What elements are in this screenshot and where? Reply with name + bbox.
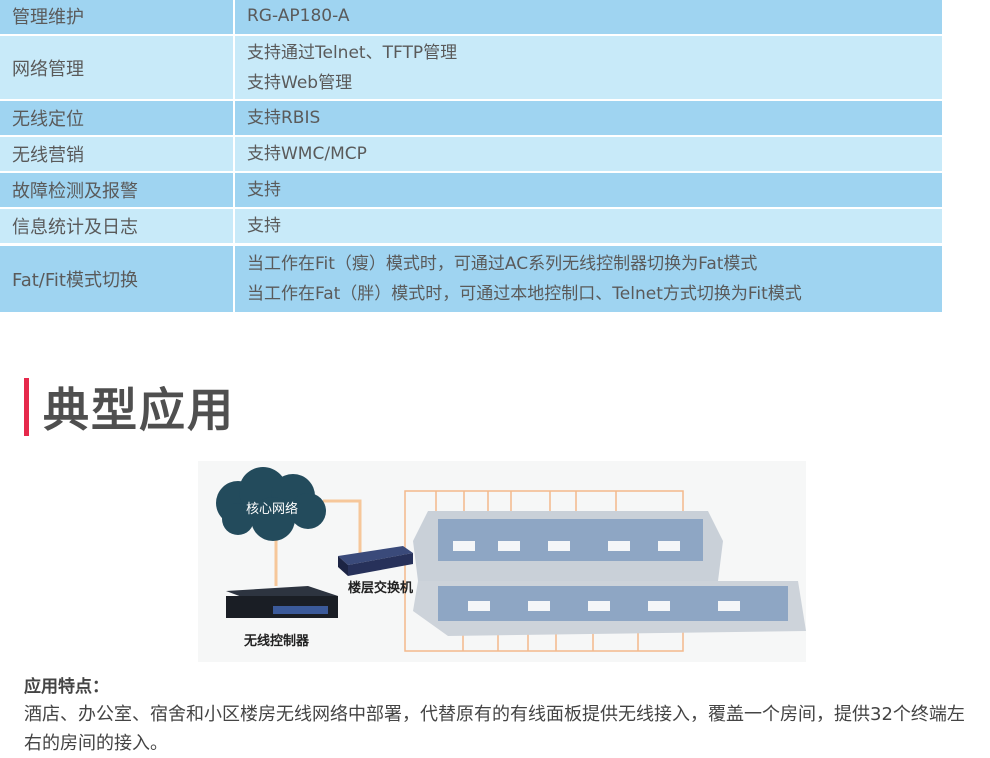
- connection-lines: [274, 499, 362, 586]
- building-floorplan-icon: [413, 511, 806, 636]
- table-row: 无线营销 支持WMC/MCP: [0, 137, 942, 171]
- row-value: 支持RBIS: [235, 101, 942, 135]
- row-value: 支持: [235, 209, 942, 243]
- table-row: 管理维护 RG-AP180-A: [0, 0, 942, 34]
- network-diagram: 核心网络 楼层交换机 无线控制器: [198, 461, 806, 662]
- row-label: 无线定位: [0, 101, 233, 135]
- table-row: Fat/Fit模式切换 当工作在Fit（瘦）模式时，可通过AC系列无线控制器切换…: [0, 246, 942, 312]
- value-line: 支持Web管理: [247, 72, 353, 93]
- switch-label: 楼层交换机: [348, 581, 414, 596]
- table-row: 信息统计及日志 支持: [0, 209, 942, 243]
- table-row: 故障检测及报警 支持: [0, 173, 942, 207]
- value-line: 支持通过Telnet、TFTP管理: [247, 42, 458, 63]
- value-line: 支持WMC/MCP: [247, 144, 367, 164]
- table-row: 无线定位 支持RBIS: [0, 101, 942, 135]
- features-text: 酒店、办公室、宿舍和小区楼房无线网络中部署，代替原有的有线面板提供无线接入，覆盖…: [24, 704, 965, 754]
- row-label: 信息统计及日志: [0, 209, 233, 243]
- value-line: 当工作在Fit（瘦）模式时，可通过AC系列无线控制器切换为Fat模式: [247, 254, 758, 274]
- row-value: RG-AP180-A: [235, 0, 942, 34]
- switch-icon: [338, 546, 413, 576]
- row-value: 当工作在Fit（瘦）模式时，可通过AC系列无线控制器切换为Fat模式当工作在Fa…: [235, 246, 942, 312]
- row-label: 无线营销: [0, 137, 233, 171]
- row-value: 支持WMC/MCP: [235, 137, 942, 171]
- value-line: 支持: [247, 180, 281, 200]
- cloud-label: 核心网络: [246, 502, 299, 517]
- row-label: 管理维护: [0, 0, 233, 34]
- row-label: 故障检测及报警: [0, 173, 233, 207]
- heading-accent-bar: [24, 378, 29, 436]
- section-title: 典型应用: [43, 383, 235, 437]
- row-label: Fat/Fit模式切换: [0, 246, 233, 312]
- row-label: 网络管理: [0, 36, 233, 99]
- row-value: 支持: [235, 173, 942, 207]
- value-line: 支持RBIS: [247, 108, 321, 128]
- cloud-icon: [216, 467, 326, 541]
- value-line: 当工作在Fat（胖）模式时，可通过本地控制口、Telnet方式切换为Fit模式: [247, 284, 802, 304]
- table-row: 网络管理 支持通过Telnet、TFTP管理支持Web管理: [0, 36, 942, 99]
- controller-icon: [226, 586, 338, 618]
- features-title: 应用特点：: [24, 677, 109, 697]
- value-line: RG-AP180-A: [247, 6, 350, 26]
- controller-label: 无线控制器: [244, 634, 310, 649]
- value-line: 支持: [247, 216, 281, 236]
- row-value: 支持通过Telnet、TFTP管理支持Web管理: [235, 36, 942, 99]
- section-heading: 典型应用: [24, 378, 235, 437]
